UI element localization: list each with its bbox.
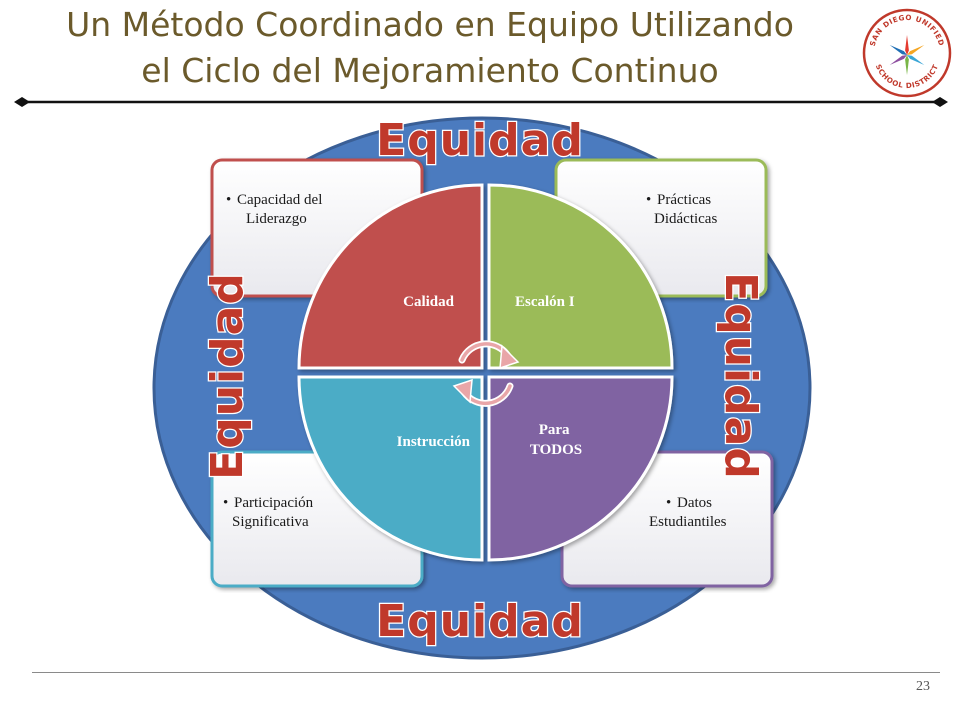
quadrant-quality <box>297 183 484 370</box>
quadrant-step-one-label: Escalón I <box>515 294 575 310</box>
logo-star-petal <box>889 45 907 55</box>
quadrant-for-all-label: Para TODOS <box>530 422 582 458</box>
star-icon <box>889 35 925 75</box>
divider-right-diamond <box>932 97 948 107</box>
box-teaching-text: •Prácticas Didácticas <box>646 192 717 227</box>
title-divider <box>14 97 948 107</box>
logo-star-petal <box>889 55 907 65</box>
equity-label-bottom: Equidad <box>376 596 584 647</box>
logo-star-petal <box>907 55 925 65</box>
quadrant-instruction <box>297 375 484 562</box>
box-student-data-text: •Datos Estudiantiles <box>649 495 727 530</box>
cycle-arrowhead-right-icon <box>499 344 520 370</box>
district-logo: SAN DIEGO UNIFIED SCHOOL DISTRICT <box>862 8 952 98</box>
box-participation-text: •Participación Significativa <box>223 495 317 530</box>
logo-star-petal <box>907 45 925 55</box>
box-leadership-text: •Capacidad del Liderazgo <box>226 192 326 227</box>
quadrant-instruction-label: Instrucción <box>397 434 471 450</box>
logo-star-petal <box>905 55 909 75</box>
equity-label-top: Equidad <box>376 115 584 166</box>
divider-left-diamond <box>14 97 30 107</box>
slide-title: Un Método Coordinado en Equipo Utilizand… <box>0 2 860 94</box>
quadrant-step-one <box>487 183 674 370</box>
cycle-arrowhead-left-icon <box>452 378 473 404</box>
title-line-2: el Ciclo del Mejoramiento Continuo <box>141 51 719 90</box>
equity-label-left: Equidad <box>202 272 253 480</box>
footer-divider <box>32 672 940 673</box>
quadrant-quality-label: Calidad <box>403 294 455 310</box>
title-line-1: Un Método Coordinado en Equipo Utilizand… <box>66 5 794 44</box>
equity-label-right: Equidad <box>715 272 766 480</box>
quadrant-for-all <box>487 375 674 562</box>
logo-star-petal <box>905 35 909 55</box>
page-number: 23 <box>916 679 930 694</box>
